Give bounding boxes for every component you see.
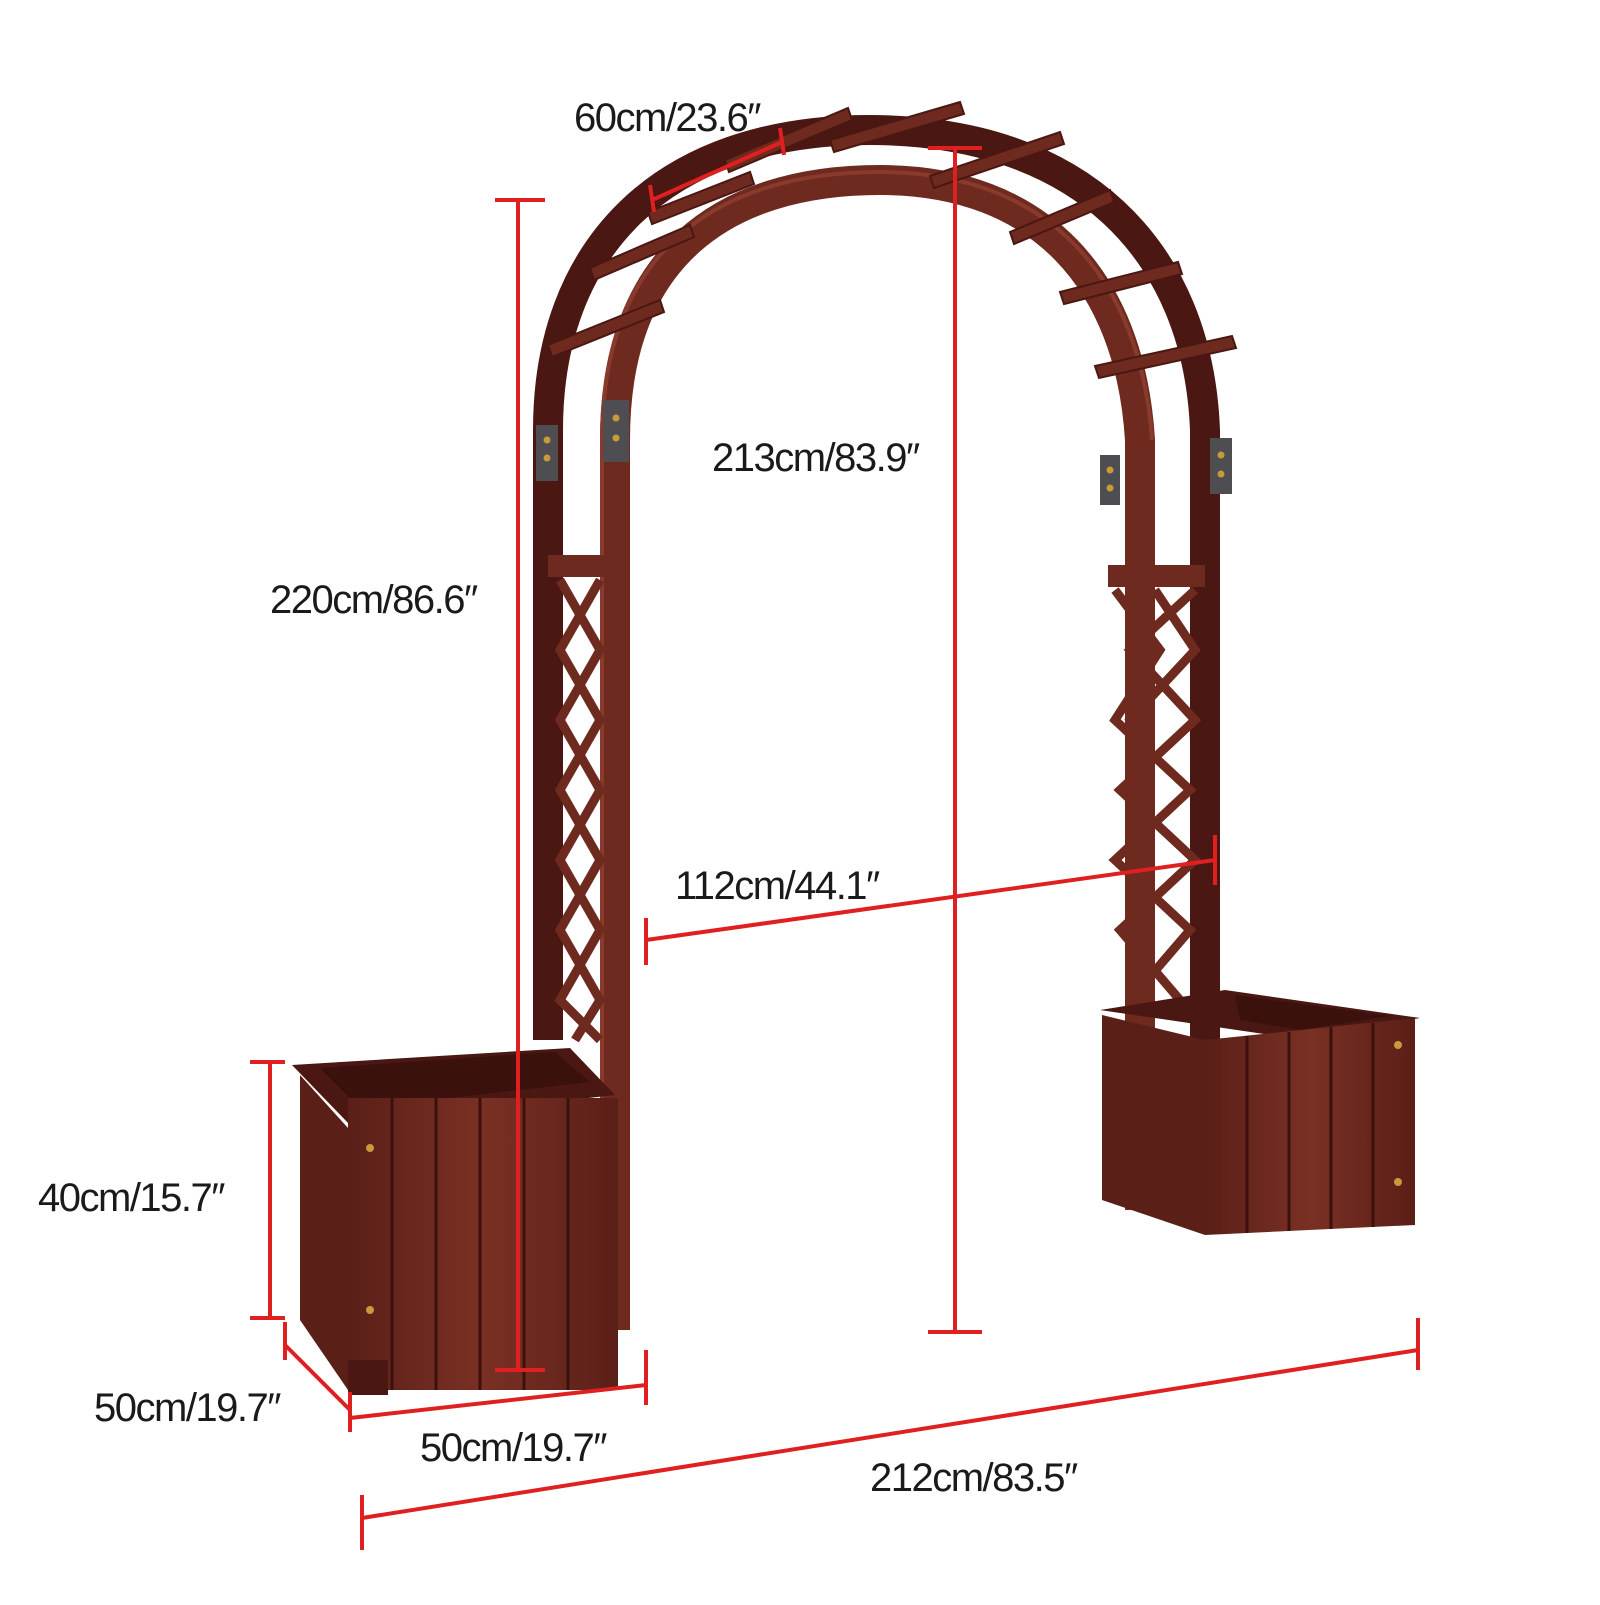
right-planter-front — [1205, 1018, 1415, 1235]
bolt — [366, 1144, 374, 1152]
label-total-height: 220cm/86.6″ — [270, 578, 478, 622]
right-planter-left-face — [1102, 1015, 1205, 1235]
bolt — [1394, 1041, 1402, 1049]
roof-slats — [546, 100, 1238, 380]
roof-slat — [546, 298, 666, 359]
right-planter — [1100, 990, 1420, 1235]
dim-planter-depth — [283, 1343, 352, 1412]
bolt — [1106, 484, 1114, 492]
bracket-right-back — [1210, 438, 1232, 494]
left-planter-front — [348, 1098, 618, 1390]
bracket-left-back — [536, 425, 558, 481]
right-trellis-lattice — [1113, 586, 1202, 1003]
front-arch-highlight — [600, 169, 1154, 1330]
label-planter-width: 50cm/19.7″ — [420, 1426, 607, 1470]
left-planter-side — [300, 1075, 348, 1390]
label-planter-height: 40cm/15.7″ — [38, 1176, 225, 1220]
label-planter-depth: 50cm/19.7″ — [94, 1386, 281, 1430]
roof-slat — [1008, 188, 1116, 246]
dim-roof-depth — [651, 140, 783, 202]
dim-tick — [648, 184, 656, 213]
bolt — [1106, 466, 1114, 474]
right-planter-boards — [1245, 1023, 1375, 1233]
dim-inner-width — [645, 858, 1216, 942]
bolt — [543, 454, 551, 462]
bolt — [1217, 470, 1225, 478]
dim-total-width — [361, 1348, 1419, 1520]
roof-slat — [1058, 260, 1184, 306]
dimension-lines — [250, 127, 1420, 1550]
right-trellis-lattice — [1108, 587, 1197, 1003]
right-trellis — [1108, 565, 1205, 1003]
left-planter — [292, 1048, 618, 1395]
dim-tick — [778, 127, 786, 156]
roof-slat — [1093, 334, 1238, 380]
label-inner-height: 213cm/83.9″ — [712, 436, 920, 480]
bracket-right-front — [1100, 455, 1120, 505]
roof-slat — [588, 223, 696, 282]
bolt — [1394, 1178, 1402, 1186]
bracket-left-front — [603, 400, 629, 462]
right-trellis-top-rail — [1108, 565, 1205, 587]
bolt — [612, 414, 620, 422]
bolt — [1217, 451, 1225, 459]
brackets — [536, 400, 1232, 505]
roof-slat — [646, 170, 756, 226]
front-arch-inner — [600, 164, 1155, 1330]
roof-slat — [828, 100, 966, 154]
bolt — [612, 434, 620, 442]
left-trellis-lattice — [554, 577, 606, 1043]
label-roof-depth: 60cm/23.6″ — [574, 96, 761, 140]
left-trellis-top-rail — [548, 555, 615, 577]
left-planter-leg — [348, 1360, 388, 1395]
label-inner-width: 112cm/44.1″ — [675, 864, 880, 908]
left-trellis — [548, 555, 615, 1044]
bolt — [366, 1306, 374, 1314]
label-total-width: 212cm/83.5″ — [870, 1456, 1078, 1500]
dim-planter-width — [349, 1383, 647, 1420]
left-planter-inner — [320, 1052, 590, 1108]
right-trellis-lattice — [1124, 587, 1201, 763]
bolt — [543, 436, 551, 444]
right-planter-inner — [1235, 995, 1390, 1030]
roof-slat — [928, 130, 1066, 190]
left-planter-boards — [390, 1098, 570, 1390]
